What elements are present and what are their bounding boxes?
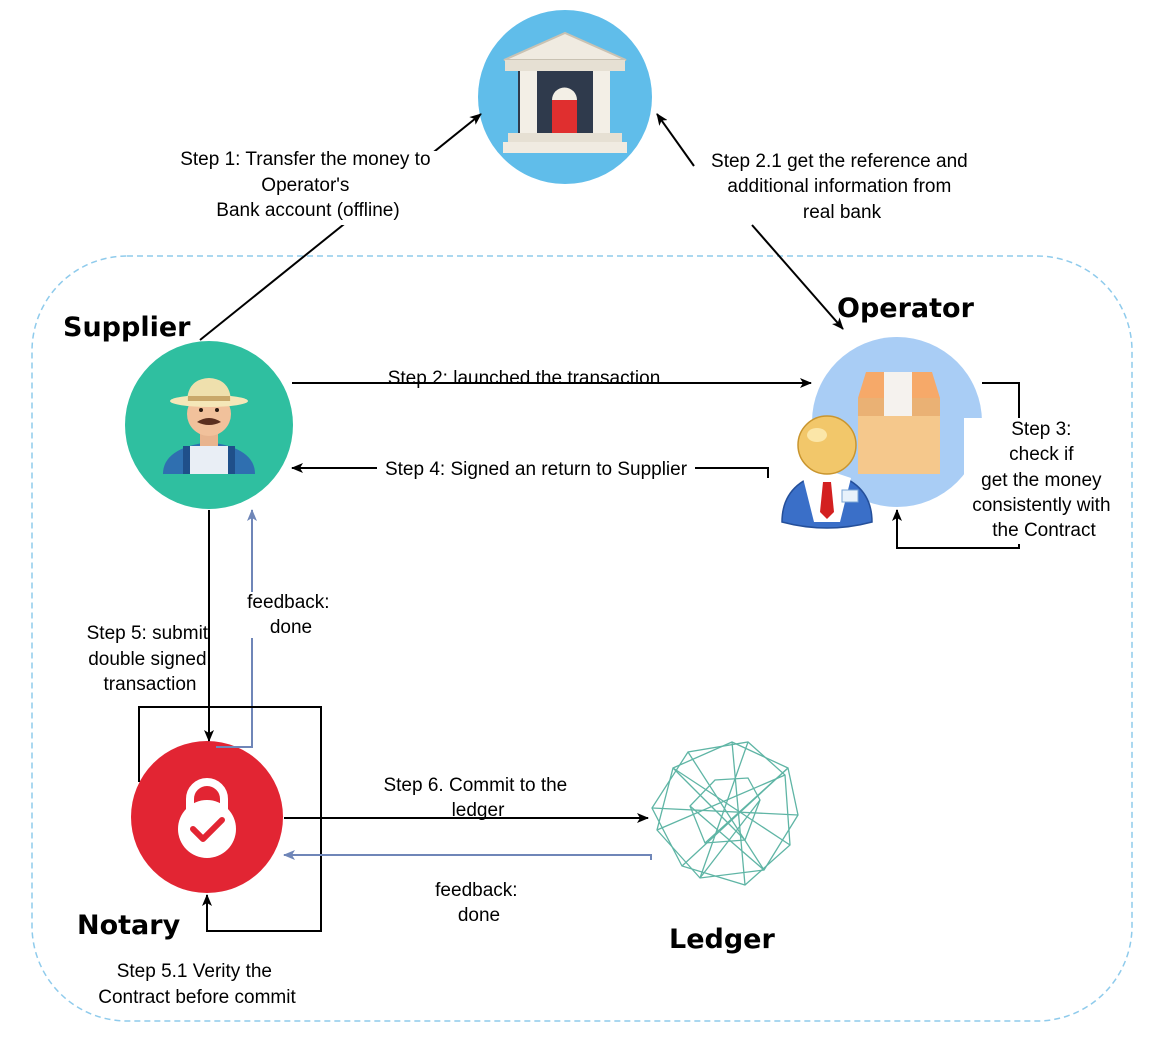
operator-node[interactable]: Operator — [781, 293, 982, 529]
edge-step2-1: Step 2.1 get the reference and additiona… — [656, 113, 973, 330]
step6-line2: ledger — [452, 800, 505, 821]
step1-line1: Step 1: Transfer the money to — [180, 149, 430, 170]
step2-label: Step 2: launched the transaction — [388, 368, 661, 389]
ledger-title: Ledger — [669, 924, 775, 955]
edge-feedback-ledger: feedback: done — [283, 850, 652, 926]
svg-text:Step 6. Commit to the le: Step 6. Commit to the ledger — [383, 775, 572, 821]
step3-line5: the Contract — [992, 520, 1096, 541]
step3-line4: consistently with — [972, 495, 1110, 516]
edge-step5-1: Step 5.1 Verity the Contract before comm… — [98, 706, 322, 1008]
edge-step6: Step 6. Commit to the ledger — [284, 775, 649, 823]
step5-line2: double signed — [88, 649, 206, 670]
ledger-node[interactable]: Ledger — [651, 741, 799, 955]
step3-line3: get the money — [981, 470, 1102, 491]
edge-step5: Step 5: submit double signed transaction — [87, 510, 214, 742]
network-boundary — [31, 255, 1133, 1022]
step1-line3: Bank account (offline) — [216, 200, 399, 221]
parcel-icon — [858, 372, 940, 474]
feedback-ledger-line1: feedback: — [435, 880, 517, 901]
padlock-icon — [178, 778, 236, 858]
feedback-supplier-line1: feedback: — [247, 592, 329, 613]
edge-step2: Step 2: launched the transaction — [292, 368, 812, 389]
step3-line2: check if — [1009, 444, 1074, 465]
bank-node[interactable] — [478, 10, 652, 184]
step2-1-line1: Step 2.1 get the reference and — [711, 151, 968, 172]
step5-1-line2: Contract before commit — [98, 987, 296, 1008]
svg-text:Step 5.1 Verity the Cont: Step 5.1 Verity the Contract before comm… — [98, 961, 296, 1008]
farmer-icon — [163, 378, 255, 474]
step1-line2: Operator's — [261, 175, 349, 196]
step5-line3: transaction — [104, 674, 197, 695]
step5-line1: Step 5: submit — [87, 623, 209, 644]
edge-step3: Step 3: check if get the money consisten… — [892, 382, 1126, 549]
step2-1-line2: additional information from — [727, 176, 951, 197]
network-icon — [651, 741, 799, 886]
supplier-node[interactable]: Supplier — [63, 312, 293, 509]
edge-step1: Step 1: Transfer the money to Operator's… — [180, 113, 482, 341]
feedback-supplier-line2: done — [270, 617, 312, 638]
operator-icon — [781, 415, 873, 529]
step5-1-line1: Step 5.1 Verity the — [117, 961, 272, 982]
svg-text:Step 2.1 get the reference and: Step 2.1 get the reference and additiona… — [711, 151, 973, 223]
supplier-title: Supplier — [63, 312, 191, 343]
bank-icon — [503, 31, 627, 153]
operator-title: Operator — [837, 293, 975, 324]
step2-1-line3: real bank — [803, 202, 882, 223]
svg-text:Step 5: submit double si: Step 5: submit double signed transaction — [87, 623, 214, 695]
svg-text:Step 1: Transfer the money to: Step 1: Transfer the money to Operator's… — [180, 149, 436, 221]
feedback-ledger-line2: done — [458, 905, 500, 926]
step4-label: Step 4: Signed an return to Supplier — [385, 459, 688, 480]
notary-title: Notary — [77, 910, 181, 941]
step3-line1: Step 3: — [1011, 419, 1071, 440]
notary-node[interactable]: Notary — [77, 741, 283, 941]
svg-text:feedback: done: feedback: done — [247, 592, 335, 638]
edge-feedback-supplier: feedback: done — [216, 509, 340, 748]
edge-step4: Step 4: Signed an return to Supplier — [291, 457, 769, 481]
svg-text:feedback: done: feedback: done — [435, 880, 523, 926]
svg-text:Step 3: check if g: Step 3: check if get the money consisten… — [972, 419, 1116, 541]
step6-line1: Step 6. Commit to the — [383, 775, 567, 796]
